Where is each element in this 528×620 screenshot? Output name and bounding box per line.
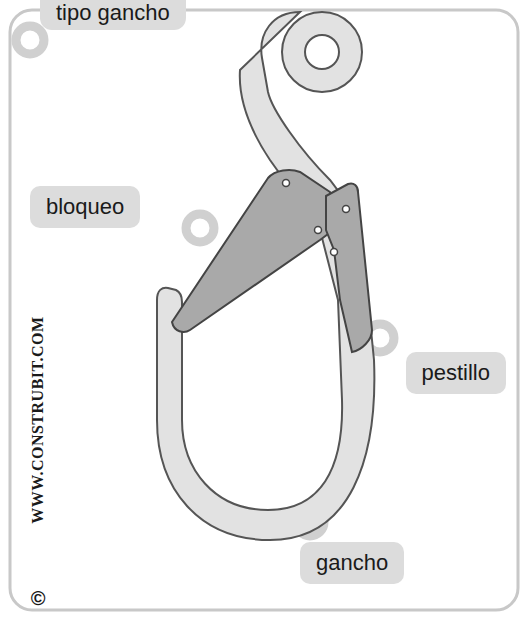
part-label: pestillo xyxy=(406,352,506,394)
rivet xyxy=(343,206,350,213)
callout-ring xyxy=(16,26,44,54)
rivet xyxy=(331,249,338,256)
copyright-mark: © xyxy=(31,587,46,610)
hook-eye xyxy=(282,12,362,92)
frame xyxy=(10,10,518,610)
eye-hole xyxy=(305,35,339,69)
rivet xyxy=(283,180,290,187)
part-label: gancho xyxy=(300,542,404,584)
rivet xyxy=(315,227,322,234)
callout-ring xyxy=(186,214,214,242)
part-label: bloqueo xyxy=(30,186,140,228)
latch xyxy=(326,183,372,352)
hook-body xyxy=(157,12,374,540)
title-tab: tipo gancho xyxy=(40,0,186,30)
gate xyxy=(172,170,336,332)
watermark: WWW.CONSTRUBIT.COM xyxy=(29,316,47,523)
